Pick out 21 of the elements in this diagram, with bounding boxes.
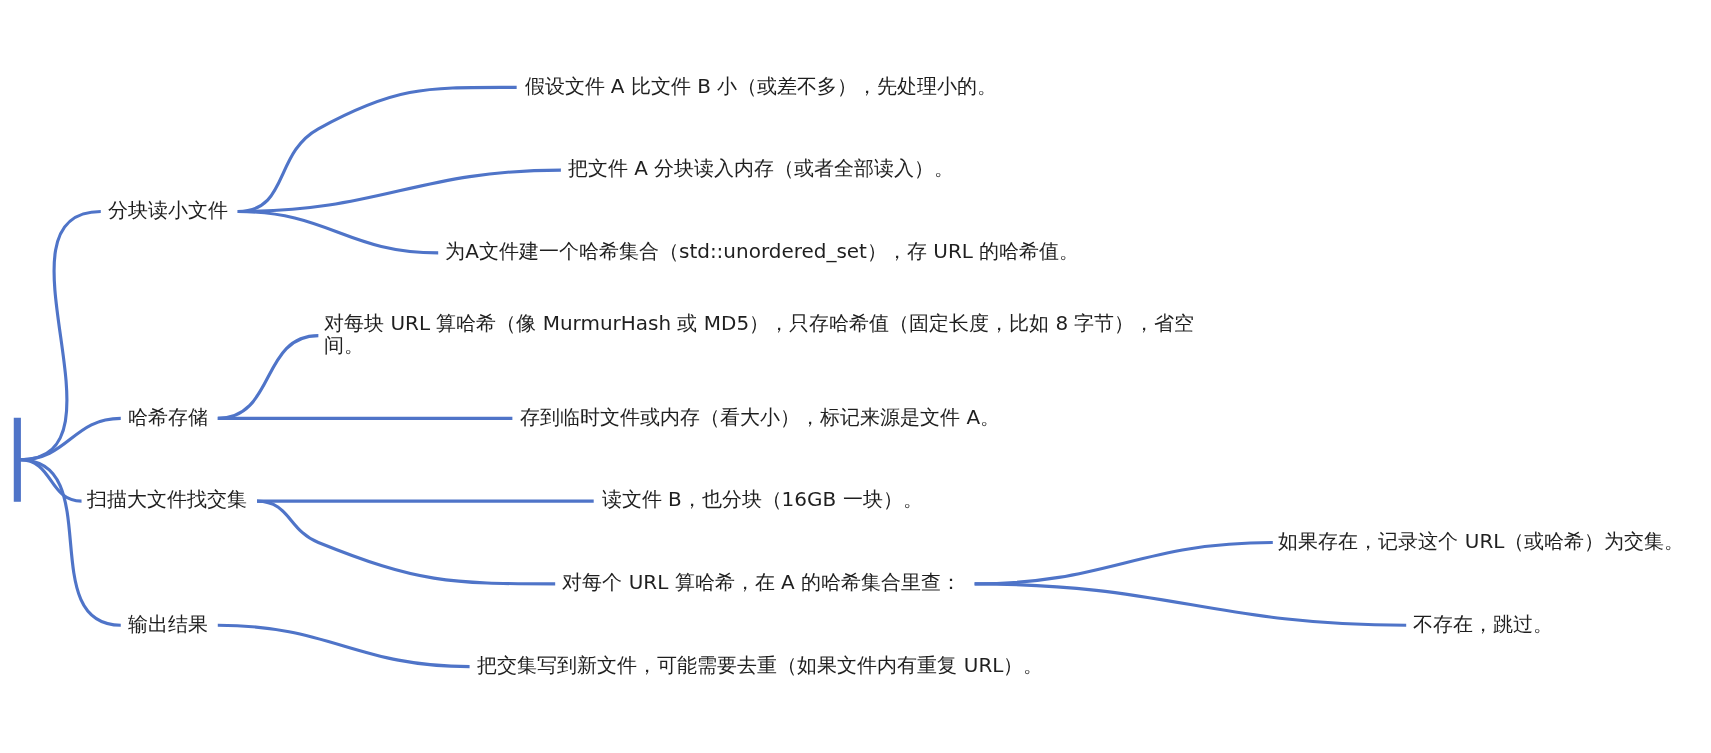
node-text: 对每块 URL 算哈希（像 MurmurHash 或 MD5），只存哈希值（固定长度，比如 8 字节），省空间。	[324, 310, 1195, 357]
node-text: 分块读小文件	[107, 197, 228, 222]
node-text: 存到临时文件或内存（看大小），标记来源是文件 A。	[520, 404, 1001, 429]
node-bar	[13, 417, 21, 502]
node-text: 如果存在，记录这个 URL（或哈希）为交集。	[1278, 528, 1685, 553]
node-text: 把文件 A 分块读入内存（或者全部读入）。	[568, 155, 955, 180]
connector	[237, 209, 439, 254]
connector	[974, 581, 1407, 627]
node-text: 输出结果	[127, 611, 208, 636]
connector	[217, 416, 513, 420]
connector	[217, 623, 470, 668]
node-text: 对每个 URL 算哈希，在 A 的哈希集合里查：	[562, 569, 961, 594]
node-text: 把交集写到新文件，可能需要去重（如果文件内有重复 URL）。	[477, 652, 1044, 677]
node-text: 哈希存储	[127, 404, 208, 429]
node-text: 扫描大文件找交集	[87, 486, 248, 511]
connector	[256, 499, 556, 585]
node-text: 假设文件 A 比文件 B 小（或差不多），先处理小的。	[524, 73, 998, 98]
node-text: 为A文件建一个哈希集合（std::unordered_set），存 URL 的哈希值。	[445, 238, 1080, 263]
node-text: 读文件 B，也分块（16GB 一块）。	[601, 486, 923, 511]
node-text: 不存在，跳过。	[1413, 611, 1554, 636]
connector	[19, 457, 122, 627]
